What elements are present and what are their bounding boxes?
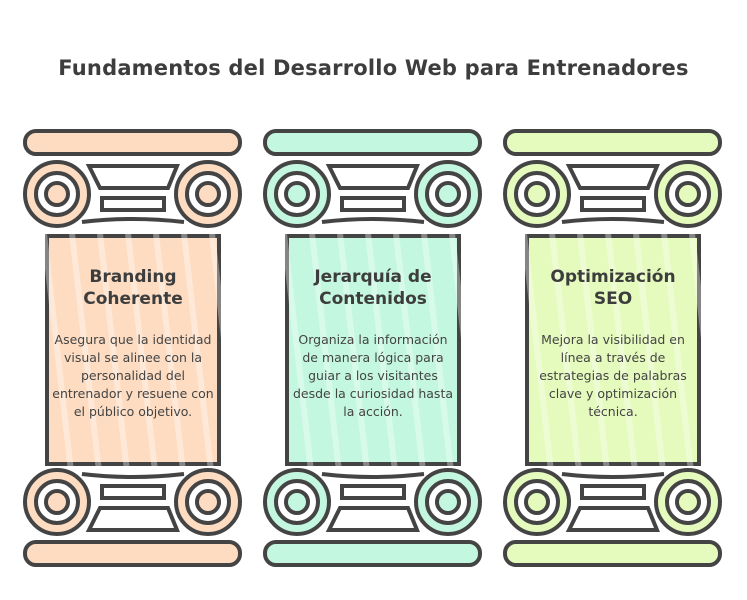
capital-abacus <box>263 540 482 567</box>
capital-abacus <box>503 129 722 156</box>
pillar-shaft <box>525 234 701 466</box>
pillar-description: Mejora la visibilidad en línea a través … <box>539 332 687 419</box>
capital-abacus <box>23 129 242 156</box>
capital-abacus <box>263 129 482 156</box>
pillar-content-hierarchy: Jerarquía de Contenidos Organiza la info… <box>262 128 484 568</box>
capital-abacus <box>503 540 722 567</box>
pillar-shaft <box>45 234 221 466</box>
capital-abacus <box>23 540 242 567</box>
diagram-title: Fundamentos del Desarrollo Web para Entr… <box>58 56 689 80</box>
pillar-seo: Optimización SEO Mejora la visibilidad e… <box>502 128 724 568</box>
pillar-title: Branding Coherente <box>83 267 183 309</box>
pillar-description: Asegura que la identidad visual se aline… <box>52 332 214 419</box>
pillar-graphic <box>263 128 484 568</box>
pillar-title: Jerarquía de Contenidos <box>314 267 432 309</box>
pillar-shaft <box>285 234 461 466</box>
pillar-title: Optimización SEO <box>550 267 676 309</box>
pillar-branding: Branding Coherente Asegura que la identi… <box>22 128 244 568</box>
pillar-description: Organiza la información de manera lógica… <box>292 332 454 419</box>
pillar-graphic <box>503 128 724 568</box>
pillar-graphic <box>23 128 244 568</box>
